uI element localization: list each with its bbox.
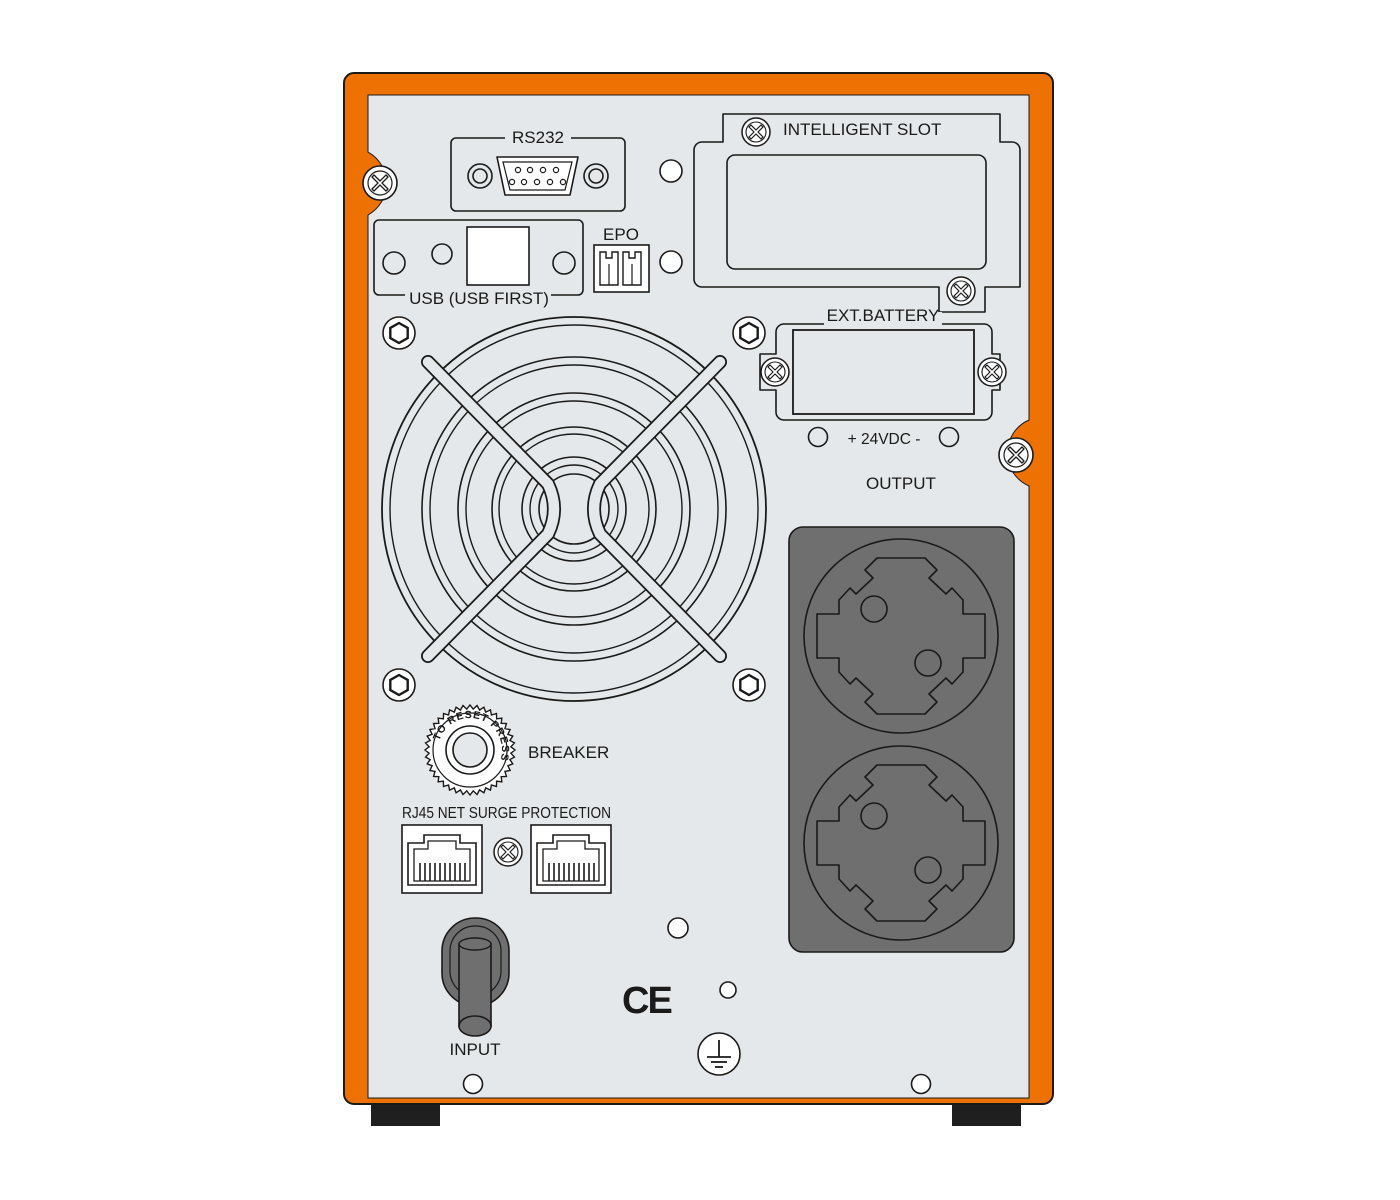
rj45-port-out[interactable] xyxy=(530,824,612,894)
dc-terminal-negative[interactable] xyxy=(938,426,960,448)
input-label: INPUT xyxy=(450,1040,501,1059)
rs232-label: RS232 xyxy=(512,128,564,147)
fan-hex-screw-bl-icon xyxy=(381,667,417,703)
ce-mark: CE xyxy=(622,980,671,1022)
breaker-reset-button[interactable]: TO RESET PRESS xyxy=(423,703,517,797)
ground-symbol-icon xyxy=(697,1032,741,1076)
ext-battery-connector[interactable] xyxy=(759,312,1001,421)
rj45-screw-icon xyxy=(493,837,523,867)
dc-terminal-positive[interactable] xyxy=(807,426,829,448)
panel-hole xyxy=(462,1073,484,1095)
fan-hex-screw-tl-icon xyxy=(381,315,417,351)
usb-label: USB (USB FIRST) xyxy=(409,289,549,308)
panel-hole xyxy=(719,981,737,999)
usb-connector[interactable] xyxy=(466,226,530,286)
dc-voltage-label: + 24VDC - xyxy=(848,431,921,448)
body-screw-right-icon xyxy=(998,437,1034,473)
panel-hole xyxy=(659,250,683,274)
panel-hole xyxy=(659,159,683,183)
ext-battery-label: EXT.BATTERY xyxy=(827,306,940,325)
ext-battery-screw-left-icon xyxy=(760,357,790,387)
body-screw-left-icon xyxy=(362,165,398,201)
epo-terminal[interactable] xyxy=(593,244,650,293)
cooling-fan-guard xyxy=(381,316,767,702)
epo-label: EPO xyxy=(603,225,639,244)
output-socket-2[interactable] xyxy=(803,745,999,941)
rj45-port-in[interactable] xyxy=(401,824,483,894)
panel-hole xyxy=(667,917,689,939)
breaker-label: BREAKER xyxy=(528,743,609,762)
fan-hex-screw-br-icon xyxy=(731,667,767,703)
output-label: OUTPUT xyxy=(866,474,936,493)
rs232-port[interactable] xyxy=(450,128,626,212)
input-power-cord xyxy=(441,917,510,1037)
panel-hole xyxy=(910,1073,932,1095)
intelligent-slot-screw-top-icon xyxy=(741,117,771,147)
intelligent-slot-screw-bottom-icon xyxy=(946,276,976,306)
intelligent-slot[interactable] xyxy=(693,113,1021,313)
rj45-label: RJ45 NET SURGE PROTECTION xyxy=(402,805,611,822)
usb-port-group[interactable] xyxy=(373,219,584,301)
intelligent-slot-label: INTELLIGENT SLOT xyxy=(783,120,941,139)
fan-hex-screw-tr-icon xyxy=(731,315,767,351)
output-socket-1[interactable] xyxy=(803,538,999,734)
ext-battery-screw-right-icon xyxy=(977,357,1007,387)
